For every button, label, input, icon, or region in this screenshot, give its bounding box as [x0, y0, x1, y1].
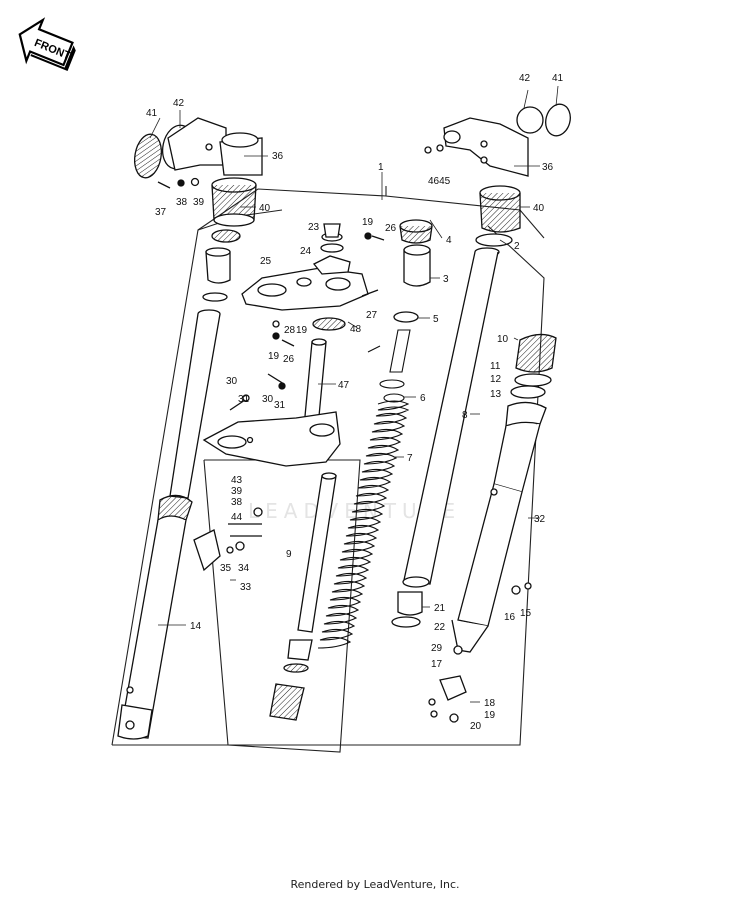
- damper-rod-assembly: [193, 472, 337, 721]
- part-label: 42: [173, 98, 185, 109]
- part-label: 33: [240, 582, 252, 593]
- part-label: 13: [490, 389, 502, 400]
- part-label: 4645: [428, 176, 451, 187]
- right-cap-parts: [364, 219, 433, 323]
- part-label: 28: [284, 325, 296, 336]
- part-label: 1: [378, 162, 384, 173]
- front-arrow-icon: FRONT: [18, 17, 76, 71]
- part-label: 8: [462, 410, 468, 421]
- leader-lines: [149, 85, 559, 703]
- part-label: 5: [433, 314, 439, 325]
- part-label: 6: [420, 393, 426, 404]
- part-label: 38: [231, 497, 243, 508]
- part-label: 47: [338, 380, 350, 391]
- lower-triple-clamp: [202, 320, 341, 467]
- left-headlight-bracket: [133, 117, 263, 189]
- part-label: 22: [434, 622, 446, 633]
- part-label: 41: [552, 73, 564, 84]
- part-label: 11: [490, 361, 501, 372]
- right-headlight-bracket: [424, 103, 571, 177]
- part-label: 38: [176, 197, 188, 208]
- part-label: 14: [190, 621, 202, 632]
- part-label: 34: [238, 563, 250, 574]
- part-label: 15: [520, 608, 532, 619]
- part-label: 39: [193, 197, 205, 208]
- part-label: 44: [231, 512, 243, 523]
- part-label: 12: [490, 374, 502, 385]
- part-label: 35: [220, 563, 232, 574]
- left-fork-leg: [117, 309, 221, 740]
- part-label: 30: [262, 394, 274, 405]
- upper-triple-clamp: [241, 223, 379, 331]
- right-fork-inner-tube: [391, 185, 521, 628]
- part-label: 23: [308, 222, 320, 233]
- part-label: 27: [366, 310, 378, 321]
- part-label: 31: [274, 400, 286, 411]
- left-upper-cover: [202, 177, 257, 302]
- part-labels: 41 42 36 37 38 39 40 1 19 26 4 2 23 24 2…: [146, 73, 564, 732]
- part-label: 10: [497, 334, 509, 345]
- part-label: 7: [407, 453, 413, 464]
- part-label: 25: [260, 256, 272, 267]
- part-label: 19: [268, 351, 280, 362]
- part-label: 37: [155, 207, 167, 218]
- part-label: 42: [519, 73, 531, 84]
- part-label: 4: [446, 235, 452, 246]
- part-label: 17: [431, 659, 443, 670]
- part-label: 9: [286, 549, 292, 560]
- part-label: 36: [542, 162, 554, 173]
- part-label: 21: [434, 603, 446, 614]
- footer-credit: Rendered by LeadVenture, Inc.: [290, 878, 460, 891]
- part-label: 19: [484, 710, 496, 721]
- part-label: 16: [504, 612, 516, 623]
- part-label: 18: [484, 698, 496, 709]
- part-label: 30: [226, 376, 238, 387]
- part-label: 2: [514, 241, 520, 252]
- part-label: 41: [146, 108, 158, 119]
- part-label: 19: [362, 217, 374, 228]
- part-label: 20: [470, 721, 482, 732]
- part-label: 36: [272, 151, 284, 162]
- part-label: 40: [533, 203, 545, 214]
- part-label: 39: [231, 486, 243, 497]
- part-label: 19: [296, 325, 308, 336]
- part-label: 48: [350, 324, 362, 335]
- part-label: 29: [431, 643, 443, 654]
- part-label: 24: [300, 246, 312, 257]
- part-label: 31: [238, 394, 250, 405]
- part-label: 26: [283, 354, 295, 365]
- part-label: 40: [259, 203, 271, 214]
- part-label: 3: [443, 274, 449, 285]
- fork-spring: [317, 329, 411, 649]
- part-label: 26: [385, 223, 397, 234]
- right-fork-outer-tube: [428, 333, 557, 723]
- part-label: 32: [534, 514, 546, 525]
- part-label: 43: [231, 475, 243, 486]
